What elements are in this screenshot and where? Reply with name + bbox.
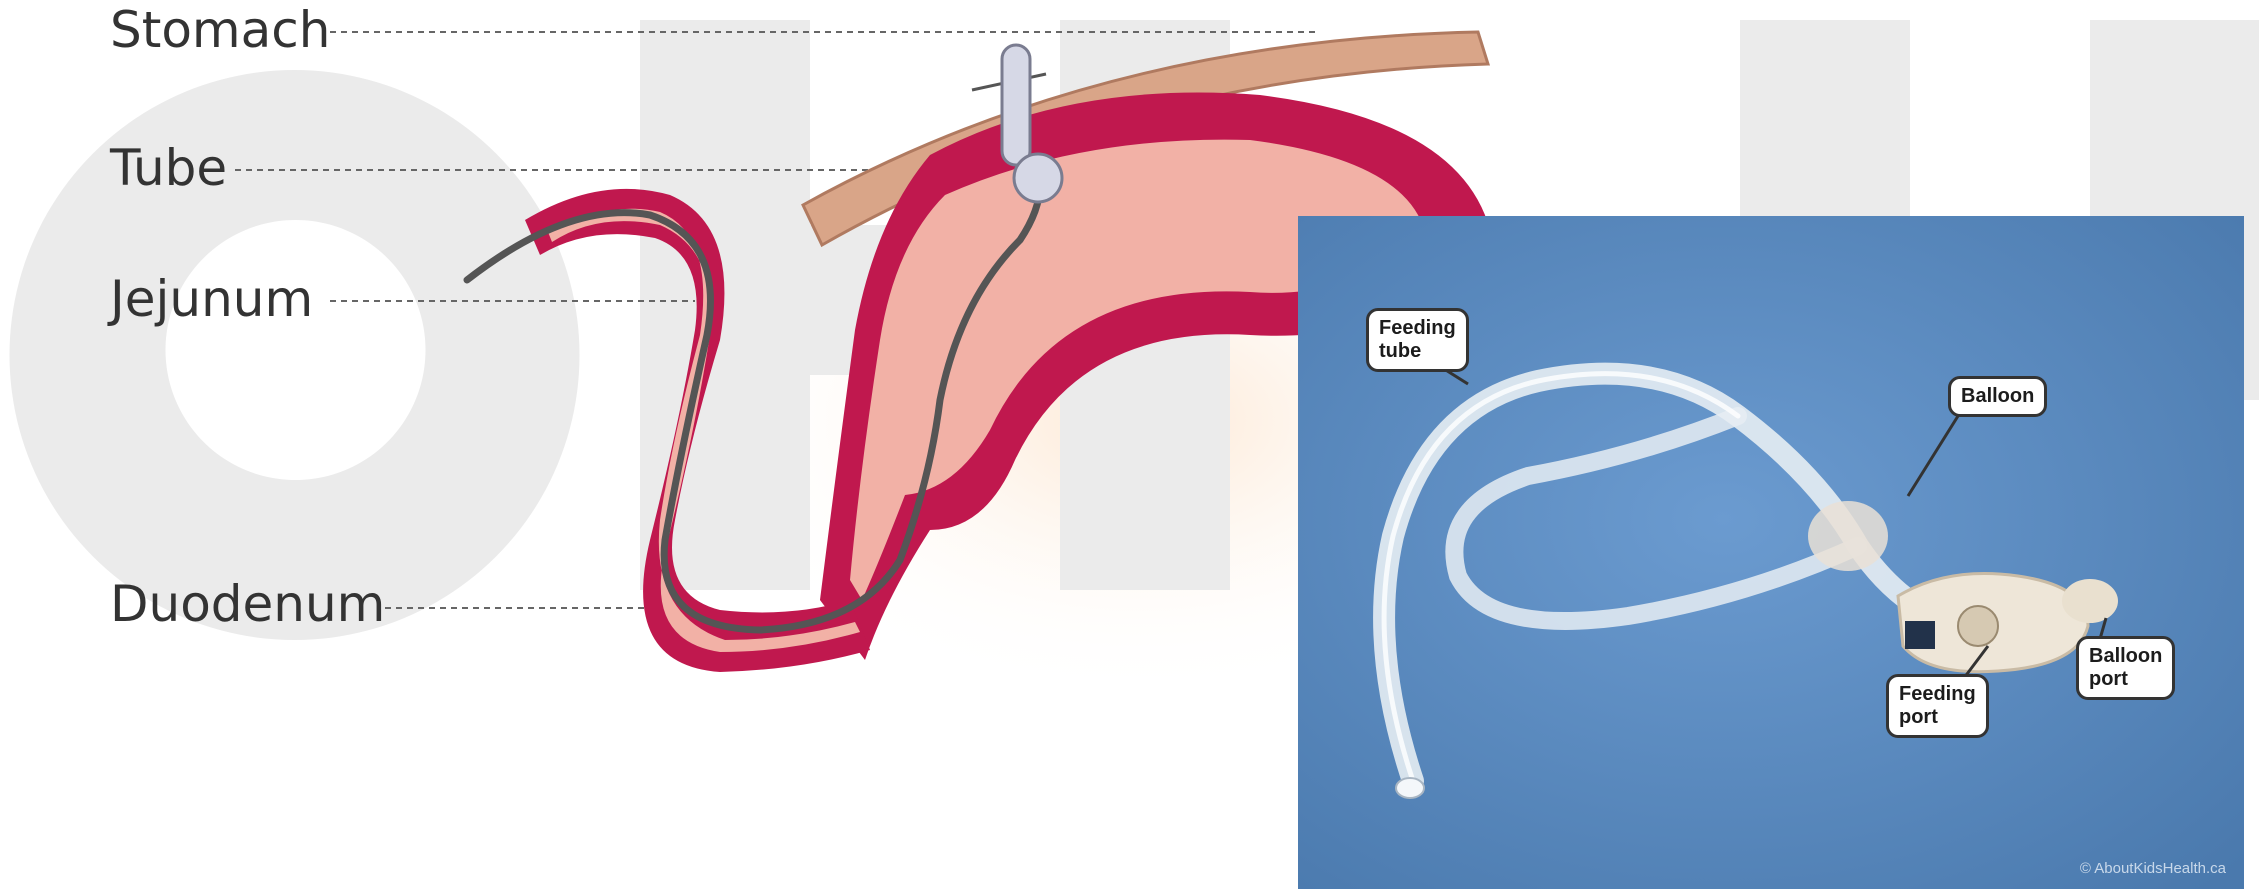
device-stem: [1002, 45, 1030, 165]
label-jejunum: Jejunum: [110, 274, 313, 324]
callout-feeding-tube: Feeding tube: [1366, 308, 1469, 372]
label-tube: Tube: [110, 143, 227, 193]
label-duodenum: Duodenum: [110, 579, 385, 629]
photo-copyright: © AboutKidsHealth.ca: [2080, 860, 2226, 877]
device-photo: Feeding tube Balloon Balloon port Feedin…: [1298, 216, 2244, 889]
photo-balloon: [1808, 501, 1888, 571]
label-stomach: Stomach: [110, 5, 330, 55]
hub-feeding-port: [1958, 606, 1998, 646]
device-balloon: [1014, 154, 1062, 202]
callout-feeding-port: Feeding port: [1886, 674, 1989, 738]
callout-balloon-port: Balloon port: [2076, 636, 2175, 700]
tube-end: [1396, 778, 1424, 798]
hub-label: [1905, 621, 1935, 649]
callout-balloon: Balloon: [1948, 376, 2047, 417]
hub-balloon-port: [2062, 579, 2118, 623]
watermark-letter-o: [9, 70, 579, 640]
